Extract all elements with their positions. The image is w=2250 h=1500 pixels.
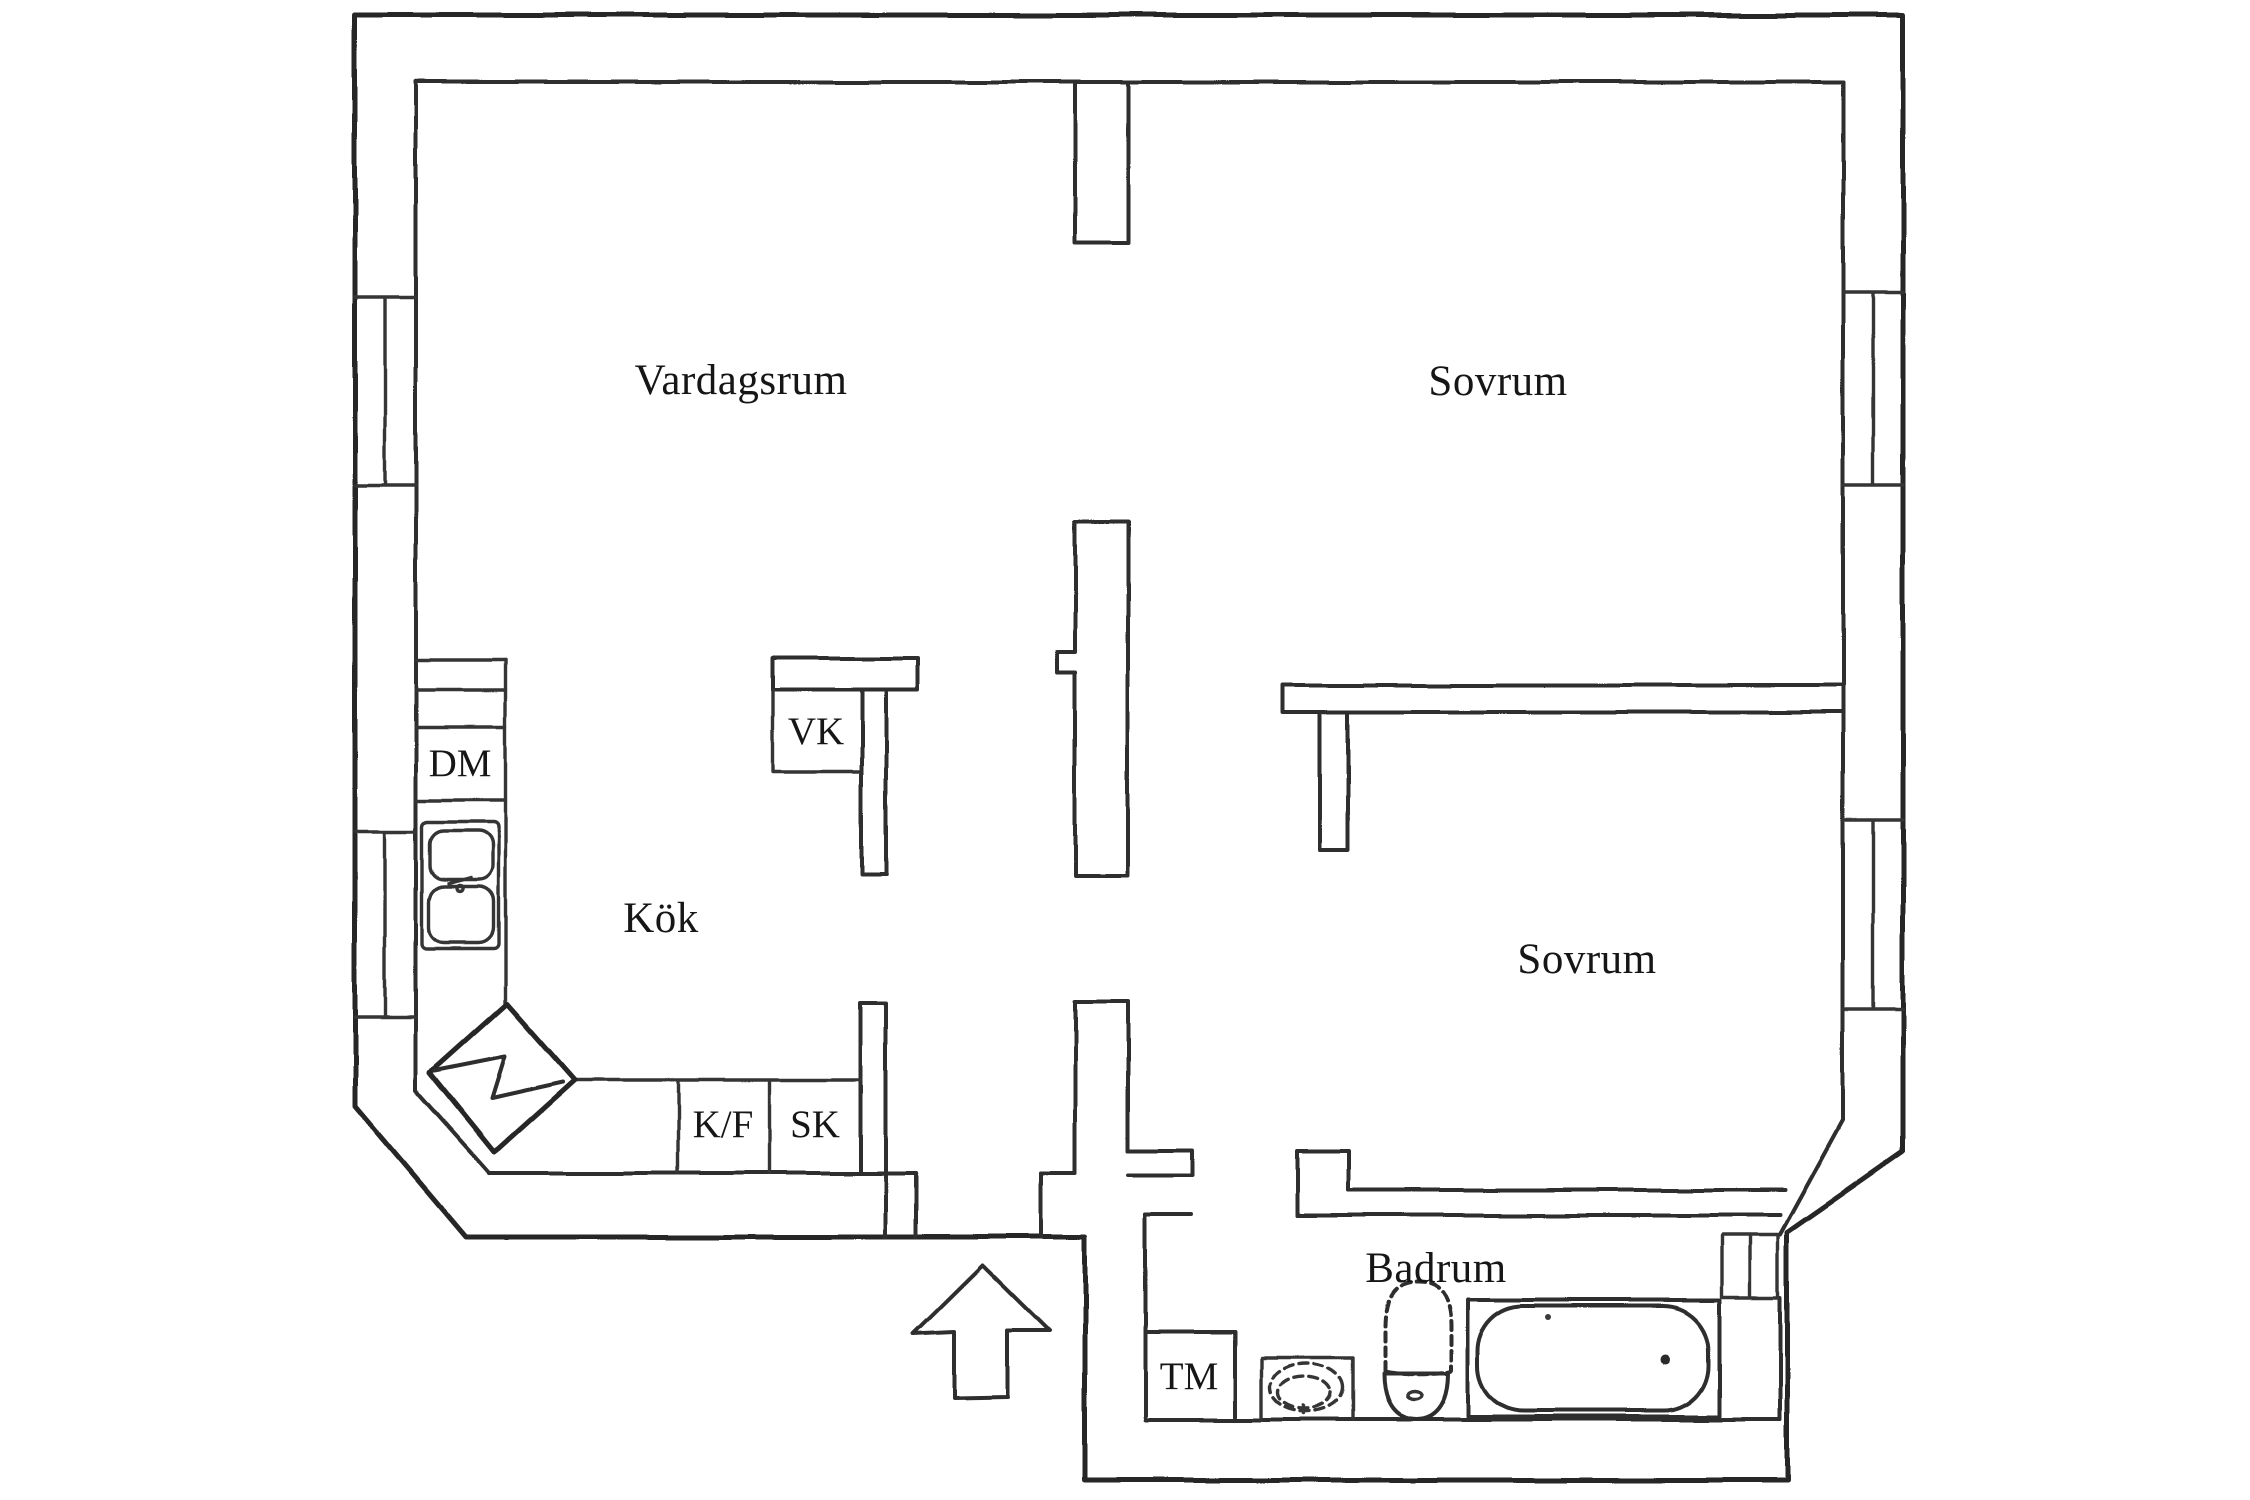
room-label-badrum: Badrum bbox=[1365, 1245, 1507, 1292]
center-wall-middle-segment bbox=[1055, 520, 1130, 877]
bathtub-overflow-dot bbox=[1546, 1314, 1552, 1320]
bathtub bbox=[1466, 1298, 1722, 1419]
window-right-lower bbox=[1841, 818, 1905, 1012]
washbasin-bowl-inner bbox=[1277, 1375, 1333, 1411]
sink-basin-top bbox=[428, 829, 494, 882]
right-wall-inner-edge bbox=[1778, 80, 1845, 1237]
sink-outline bbox=[420, 820, 500, 950]
left-wall-inner-edge bbox=[414, 80, 492, 1175]
bathroom-door-stub bbox=[1295, 1148, 1350, 1217]
stove bbox=[427, 1000, 578, 1155]
fixture-label-sk: SK bbox=[790, 1103, 840, 1146]
sink-faucet bbox=[446, 876, 472, 894]
washing-machine-box bbox=[1143, 1330, 1237, 1419]
entrance-door-jamb-right bbox=[1040, 1171, 1077, 1239]
kitchen-counter-front-bottom bbox=[573, 1078, 863, 1175]
kitchen-sink bbox=[420, 820, 500, 950]
sink-basin-bottom bbox=[427, 885, 495, 944]
fixture-label-vk: VK bbox=[788, 710, 844, 753]
toilet-tank bbox=[1383, 1281, 1453, 1377]
stove-diamond bbox=[427, 1000, 578, 1155]
washbasin bbox=[1260, 1356, 1355, 1422]
entrance-arrow bbox=[911, 1263, 1051, 1399]
center-wall-upper-stub bbox=[1073, 80, 1130, 244]
stove-zigzag bbox=[433, 1054, 565, 1100]
bathtub-outline bbox=[1466, 1298, 1722, 1419]
fixture-label-kf: K/F bbox=[693, 1103, 754, 1146]
vk-closet-stem-wall bbox=[860, 688, 888, 877]
toilet-drain-mark bbox=[1405, 1390, 1423, 1402]
fixture-label-tm: TM bbox=[1160, 1355, 1219, 1398]
window-right-upper bbox=[1841, 291, 1905, 487]
fixture-label-dm: DM bbox=[429, 742, 492, 785]
bedroom-divider-stub bbox=[1318, 710, 1350, 852]
window-left-lower bbox=[353, 830, 418, 1019]
vk-closet-top-bar bbox=[770, 656, 920, 692]
washbasin-box bbox=[1260, 1356, 1355, 1422]
hall-left-wall-stub bbox=[859, 1001, 888, 1239]
outer-wall bbox=[352, 12, 1906, 1483]
bathtub-basin bbox=[1476, 1304, 1711, 1413]
window-left-upper bbox=[353, 295, 418, 488]
toilet bbox=[1382, 1281, 1453, 1422]
center-wall-lower-segment bbox=[1040, 1000, 1130, 1175]
bathtub-drain bbox=[1660, 1354, 1670, 1364]
bedroom-divider-wall bbox=[1280, 683, 1845, 714]
room-label-sovrum-bottom: Sovrum bbox=[1517, 936, 1656, 983]
toilet-bowl bbox=[1382, 1372, 1450, 1422]
center-wall-bottom-arm bbox=[1126, 1148, 1194, 1177]
room-label-kok: Kök bbox=[623, 895, 699, 942]
room-label-vardagsrum: Vardagsrum bbox=[635, 357, 848, 404]
labels: Vardagsrum Sovrum Kök Sovrum Badrum DM V… bbox=[429, 357, 1657, 1398]
window-bathroom-corner bbox=[1720, 1233, 1780, 1299]
room-label-sovrum-top: Sovrum bbox=[1428, 358, 1567, 405]
kitchen-cabinet-dividers bbox=[414, 658, 507, 802]
washbasin-bowl-outer bbox=[1269, 1362, 1345, 1414]
bathroom-north-wall bbox=[1295, 1188, 1787, 1217]
